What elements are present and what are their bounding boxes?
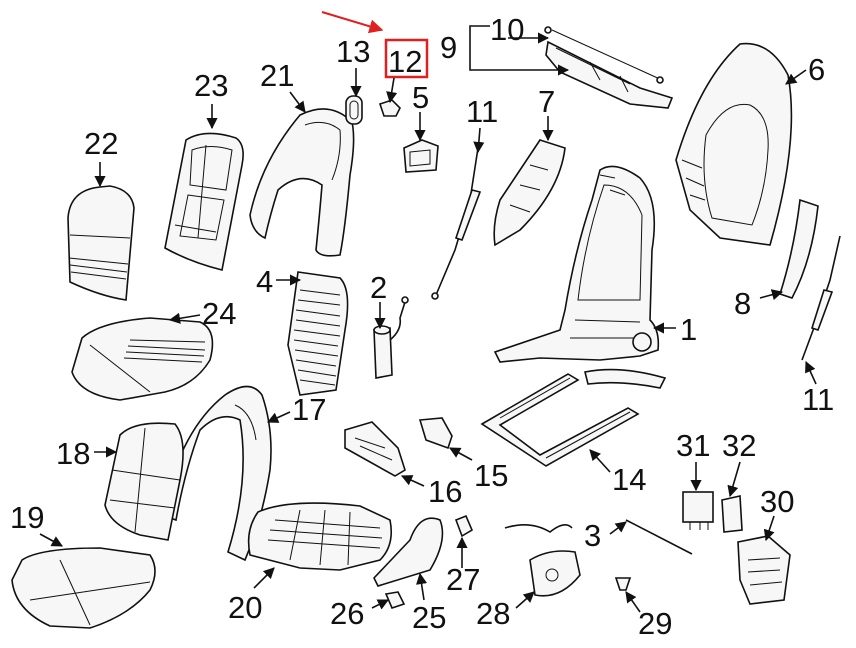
part-4-grille — [287, 271, 349, 396]
callout-27: 27 — [446, 562, 480, 597]
callout-2: 2 — [370, 270, 387, 305]
part-2-motor — [373, 296, 409, 379]
callout-labels: 10 9 13 12 5 11 7 6 23 21 22 4 2 24 1 8 … — [10, 12, 834, 641]
callout-3: 3 — [584, 518, 601, 553]
callout-25: 25 — [412, 600, 446, 635]
callout-9: 9 — [440, 30, 457, 65]
callout-30: 30 — [760, 484, 794, 519]
callout-18: 18 — [56, 436, 90, 471]
callout-12: 12 — [388, 44, 422, 79]
part-10-cable-assembly — [544, 26, 674, 109]
part-28-control-switch — [504, 524, 581, 597]
part-13-trim-ring — [345, 95, 363, 125]
callout-32: 32 — [722, 428, 756, 463]
callout-16: 16 — [428, 474, 462, 509]
callout-10: 10 — [490, 12, 524, 47]
part-7-side-trim — [493, 139, 566, 247]
part-6-back-shell — [675, 42, 793, 246]
callout-4: 4 — [256, 264, 273, 299]
part-23-back-pad — [164, 132, 244, 271]
callout-13: 13 — [336, 34, 370, 69]
part-11-lower-cable — [801, 235, 841, 361]
part-14-seat-track — [480, 373, 640, 467]
callout-22: 22 — [84, 126, 118, 161]
part-29-clip — [614, 577, 632, 591]
part-30-control-module — [737, 535, 791, 605]
part-15-latch — [418, 417, 453, 450]
part-31-relay — [682, 491, 714, 530]
callout-6: 6 — [808, 52, 825, 87]
callout-24: 24 — [202, 296, 236, 331]
callout-15: 15 — [474, 458, 508, 493]
part-18-back-cushion — [104, 422, 184, 541]
part-16-rail-bracket — [344, 421, 406, 477]
part-3-rod — [625, 519, 693, 555]
part-11-upper-cable — [431, 147, 482, 300]
part-26-clip — [384, 591, 406, 609]
callout-7: 7 — [538, 84, 555, 119]
callout-21: 21 — [260, 58, 294, 93]
highlight-box — [384, 38, 429, 79]
callout-11-upper: 11 — [466, 94, 498, 129]
callout-20: 20 — [228, 590, 262, 625]
callout-17: 17 — [292, 392, 326, 427]
highlight-pointer-arrow — [321, 11, 384, 34]
part-25-side-bracket — [373, 517, 444, 587]
callout-28: 28 — [476, 596, 510, 631]
callout-5: 5 — [412, 80, 429, 115]
callout-leaders — [39, 25, 817, 613]
part-22-back-panel — [67, 185, 135, 301]
callout-26: 26 — [330, 596, 364, 631]
part-24-cushion-cover — [71, 317, 214, 401]
part-27-grommet — [454, 514, 474, 538]
part-32-relay-bracket — [721, 495, 743, 533]
part-8-bracket — [778, 198, 819, 299]
part-12-clip — [378, 99, 401, 117]
callout-31: 31 — [676, 428, 710, 463]
callout-19: 19 — [10, 500, 44, 535]
part-5-switch — [403, 139, 439, 173]
callout-11-lower: 11 — [802, 382, 834, 417]
callout-29: 29 — [638, 606, 672, 641]
callout-14: 14 — [612, 462, 646, 497]
callout-23: 23 — [194, 68, 228, 103]
part-21-back-cover — [249, 108, 355, 257]
callout-1: 1 — [680, 312, 697, 347]
part-19-base-cushion — [11, 547, 156, 629]
callout-8: 8 — [734, 286, 751, 321]
part-20-seat-foam — [247, 502, 393, 571]
